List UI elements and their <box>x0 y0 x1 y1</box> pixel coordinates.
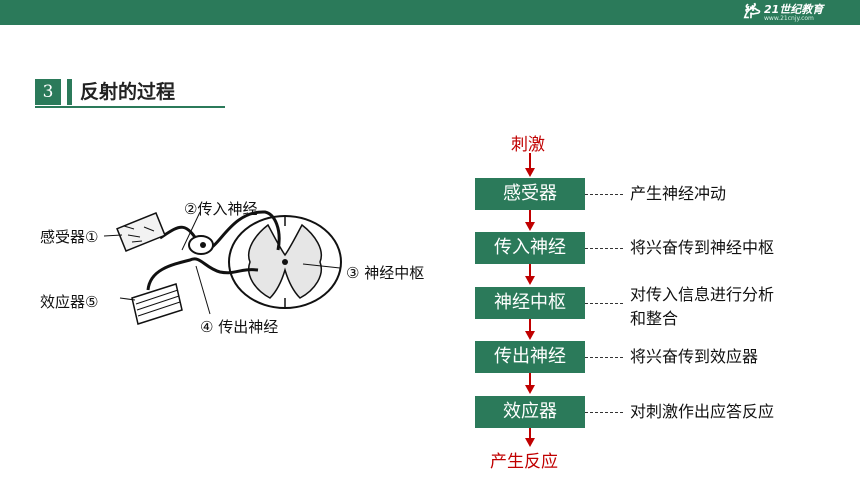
effector-muscle-icon <box>131 283 183 325</box>
section-number: 3 <box>35 79 61 105</box>
desc-effector: 对刺激作出应答反应 <box>630 402 775 421</box>
dash-line <box>585 412 623 413</box>
desc-center-line2: 和整合 <box>630 309 679 328</box>
dash-line <box>585 248 623 249</box>
dash-line <box>585 303 623 304</box>
title-underline <box>35 106 225 108</box>
efferent-nerve-path <box>146 257 259 291</box>
label-center: ③ 神经中枢 <box>346 264 425 282</box>
section-title: 反射的过程 <box>80 81 176 103</box>
receptor-skin-icon <box>116 212 166 252</box>
dash-line <box>585 194 623 195</box>
header-bar <box>0 0 860 25</box>
desc-efferent: 将兴奋传到效应器 <box>630 347 759 366</box>
brand-text: 21世纪教育 <box>764 3 824 16</box>
label-effector: 效应器⑤ <box>40 293 99 311</box>
flow-box-afferent: 传入神经 <box>475 232 585 264</box>
label-receptor: 感受器① <box>40 228 99 246</box>
flow-box-receptor: 感受器 <box>475 178 585 210</box>
desc-center: 对传入信息进行分析 <box>630 285 775 304</box>
flow-arrows <box>525 153 535 447</box>
label-afferent: ②传入神经 <box>184 200 258 218</box>
flow-box-effector: 效应器 <box>475 396 585 428</box>
dash-line <box>585 357 623 358</box>
section-divider <box>67 79 72 105</box>
desc-receptor: 产生神经冲动 <box>630 184 727 203</box>
spinal-cord-icon <box>228 215 342 309</box>
flow-box-center: 神经中枢 <box>475 287 585 319</box>
label-efferent: ④ 传出神经 <box>200 318 279 336</box>
afferent-nerve-path <box>159 210 281 251</box>
stimulus-label: 刺激 <box>511 135 545 155</box>
brand-logo: 𐂂 21世纪教育 www.21cnjy.com <box>742 3 834 23</box>
desc-afferent: 将兴奋传到神经中枢 <box>630 238 775 257</box>
flow-box-efferent: 传出神经 <box>475 341 585 373</box>
response-label: 产生反应 <box>490 452 558 472</box>
brand-url: www.21cnjy.com <box>764 15 814 22</box>
runner-icon: 𐂂 <box>742 3 760 22</box>
